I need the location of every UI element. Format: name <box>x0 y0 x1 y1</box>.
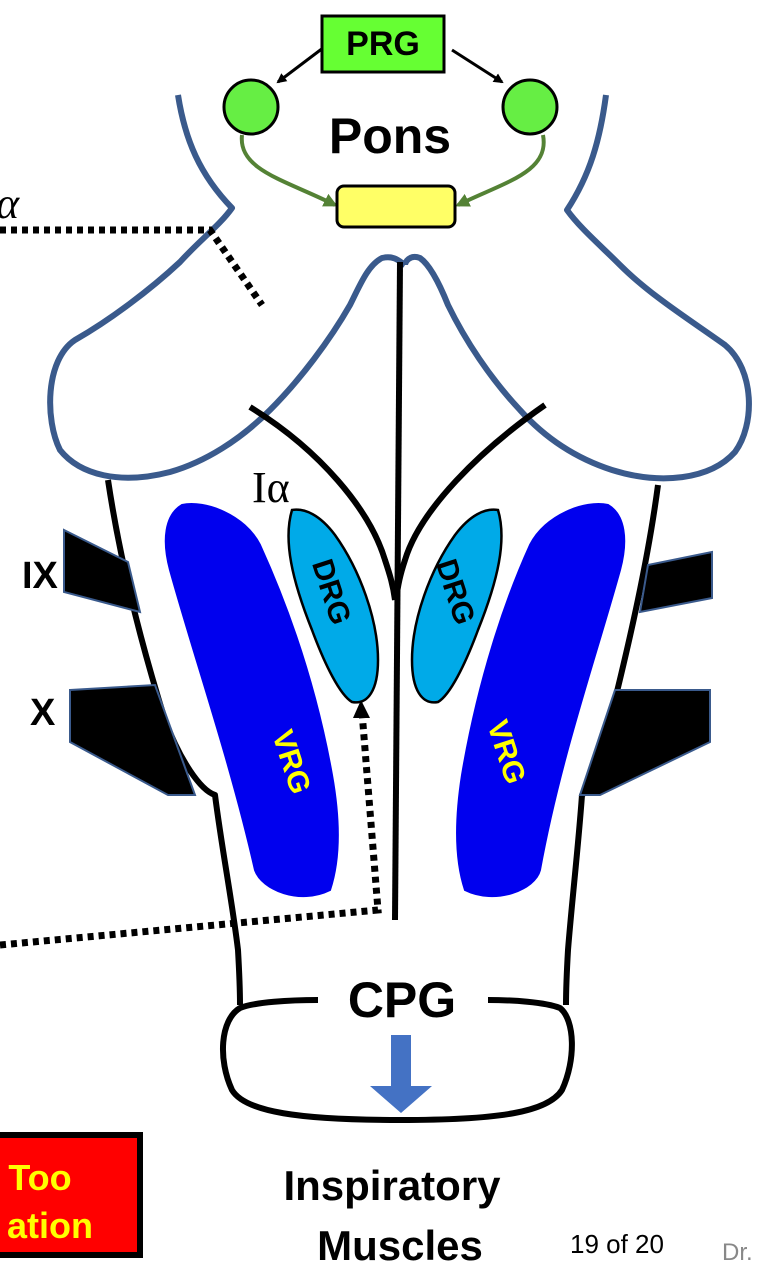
pons-green-arrow-right <box>458 135 544 205</box>
nerve-ix-right <box>640 552 712 612</box>
muscles-label: Muscles <box>317 1222 483 1268</box>
nerve-ix-label: IX <box>22 555 59 597</box>
dotted-line-top <box>0 230 262 305</box>
prg-arrow-right <box>452 50 502 82</box>
pons-node-right <box>503 80 557 134</box>
pons-label: Pons <box>329 108 451 164</box>
alpha-top-label: α <box>0 179 20 228</box>
pons-yellow-box <box>337 186 455 227</box>
pons-green-arrow-left <box>242 135 335 205</box>
cpg-label: CPG <box>348 972 456 1028</box>
pons-node-left <box>224 80 278 134</box>
nerve-x-label: X <box>30 692 56 734</box>
nerve-ix-left <box>64 530 140 612</box>
pons-outline-right <box>405 95 749 478</box>
cpg-down-arrow <box>370 1035 432 1113</box>
callout-line2: ation <box>7 1205 93 1246</box>
i-alpha-label: Iα <box>252 463 290 512</box>
callout-line1: Too <box>8 1157 71 1198</box>
author-label: Dr. <box>722 1239 753 1266</box>
nerve-x-right <box>580 690 710 795</box>
prg-label: PRG <box>346 25 420 63</box>
inspiratory-label: Inspiratory <box>283 1162 501 1209</box>
page-counter: 19 of 20 <box>570 1229 664 1259</box>
prg-arrow-left <box>278 48 323 82</box>
